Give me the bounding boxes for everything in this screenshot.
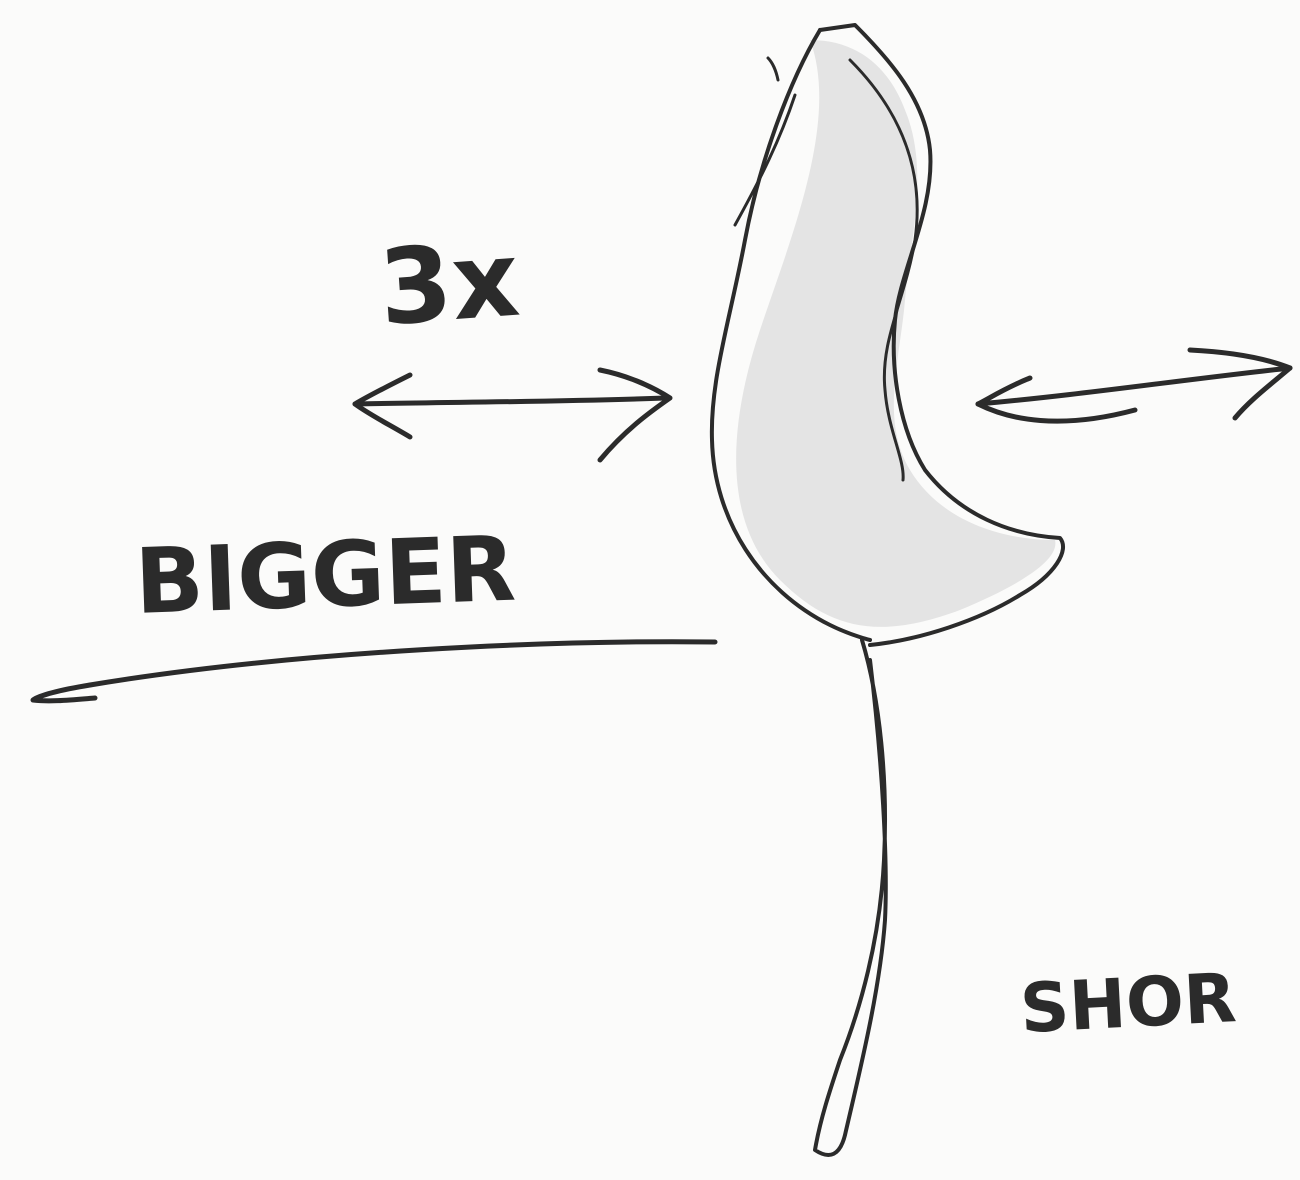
width-double-arrow-right: [978, 350, 1290, 421]
scale-note: 3x: [375, 218, 523, 349]
length-note: SHOR: [1018, 959, 1238, 1049]
leaf-icon: [712, 25, 1063, 645]
width-double-arrow-left: [355, 370, 670, 460]
length-arrow: [33, 642, 715, 701]
size-note: BIGGER: [133, 517, 517, 635]
stem: [815, 640, 886, 1155]
